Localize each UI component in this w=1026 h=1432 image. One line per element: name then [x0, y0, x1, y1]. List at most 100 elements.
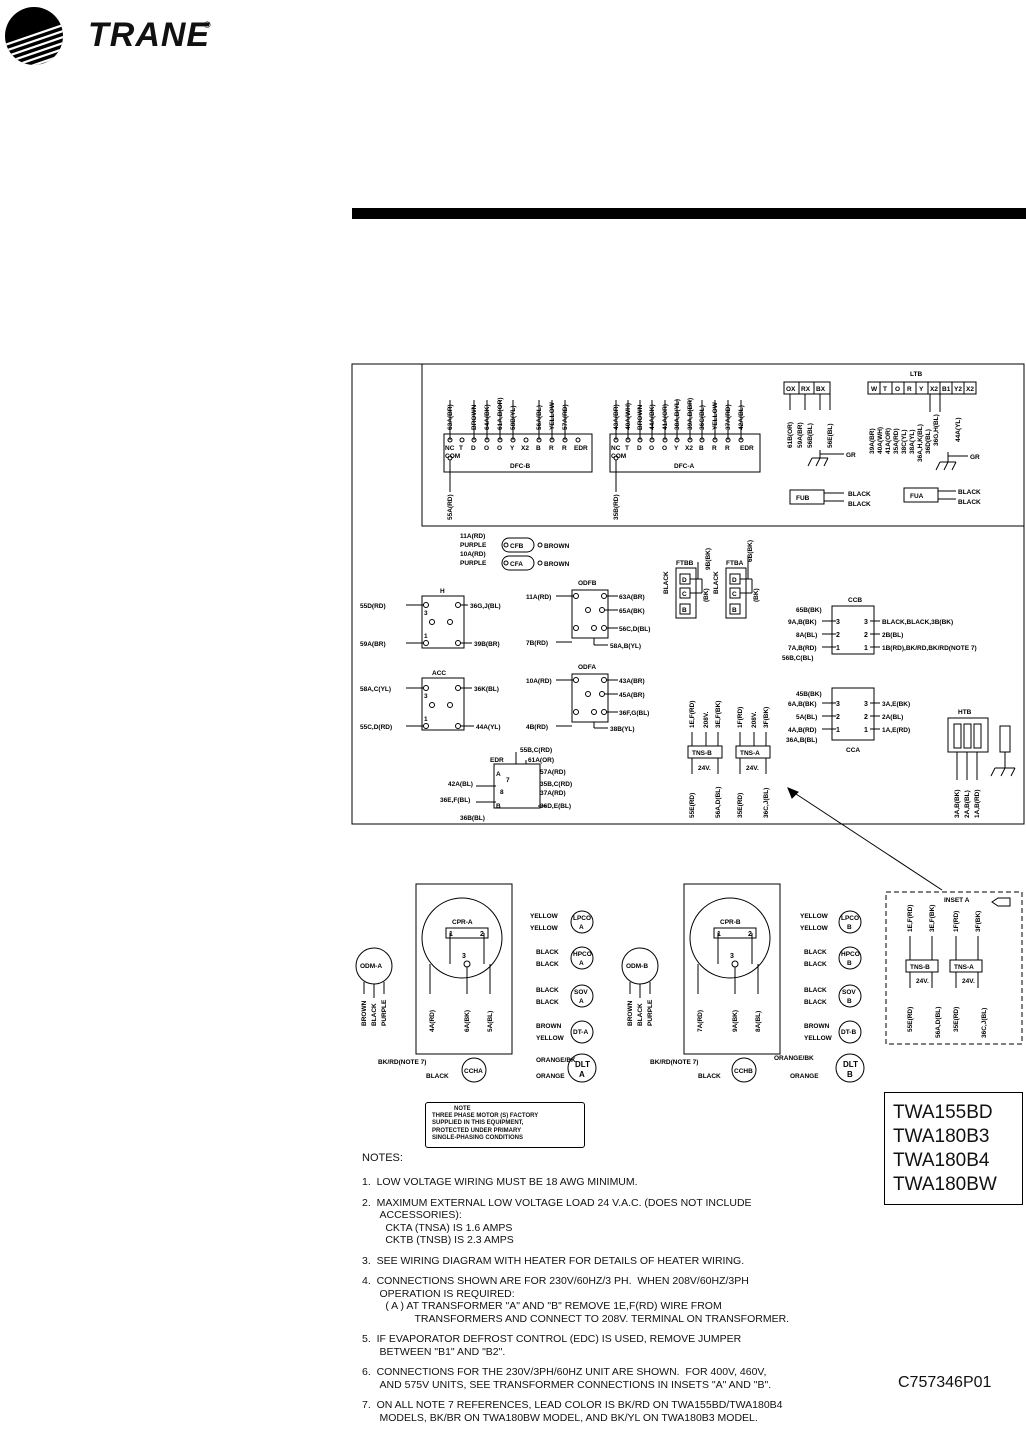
oxrx-wire-0: 61B(OR) [787, 422, 794, 448]
ftbb-c: C [682, 591, 687, 598]
htb-wire-2: 1A,B(RD) [974, 789, 981, 818]
ftba-b: B [732, 607, 737, 614]
dfc-b-wire-4: 58B(YL) [510, 405, 517, 430]
note-2: 2. MAXIMUM EXTERNAL LOW VOLTAGE LOAD 24 … [362, 1196, 752, 1247]
odm-b-label: ODM-B [626, 963, 648, 970]
cchb-wire-t: BK/RD(NOTE 7) [650, 1059, 698, 1066]
hpco-b-label: HPCO [841, 951, 860, 958]
note-box-line-1: THREE PHASE MOTOR (S) FACTORY [432, 1113, 539, 1120]
ltb-term-x2a: X2 [930, 386, 938, 393]
htb-terminal-block: HTB 3A,B(BK) 2A,B(BL) 1A,B(RD) [947, 709, 1016, 818]
acc-relay-pin-3: 3 [424, 693, 428, 700]
ccha-wire-b: BLACK [426, 1073, 449, 1080]
fuses: FUB BLACK BLACK FUA BLACK BLACK [789, 487, 981, 508]
svg-text:2: 2 [748, 931, 752, 938]
svg-text:3: 3 [836, 619, 840, 626]
dfc-a-term-r2: R [725, 445, 730, 452]
h-relay-pin-3: 3 [424, 610, 428, 617]
fub-wire-2: BLACK [848, 501, 871, 508]
svg-text:3: 3 [864, 701, 868, 708]
h-relay-title: H [440, 588, 445, 595]
tns-wire-2: 208V. [703, 711, 710, 728]
ccb-right-1: 2B(BL) [882, 632, 903, 639]
inset-wire-1: 1E,F(RD) [907, 905, 914, 932]
note-6: 6. CONNECTIONS FOR THE 230V/3PH/60HZ UNI… [362, 1366, 772, 1391]
inset-24v-a: 24V. [962, 978, 975, 985]
hpco-a-wire-b: BLACK [536, 961, 559, 968]
dfc-a-term-x2: X2 [685, 445, 693, 452]
dfc-b-wire-3: 61A,B(OR) [497, 397, 504, 430]
edr-top-1: 61A(OR) [528, 757, 554, 764]
dfc-b-term-o2: O [497, 445, 502, 452]
notes-heading: NOTES: [362, 1152, 403, 1164]
ltb-terminal-strip: LTB W T O R Y X2 B1 Y2 X2 39A(BR) 40A(WH… [867, 371, 980, 471]
tns-bot-0: 55E(RD) [689, 793, 696, 818]
dlt-b-wire-b: ORANGE [790, 1073, 819, 1080]
dfc-b-term-y: Y [510, 445, 515, 452]
transformers: TNS-B TNS-A 1E,F(RD) 208V. 3E,F(BK) 1F(R… [687, 701, 771, 818]
edr-relay: EDR 55B,C(RD) 61A(OR) 57A(RD) 35B,C(RD) … [440, 747, 572, 822]
svg-text:2: 2 [480, 931, 484, 938]
ltb-wire-3: 35A(RD) [893, 428, 900, 454]
ltb-term-b1: B1 [942, 386, 951, 393]
dt-a-wire-b: YELLOW [536, 1035, 565, 1042]
svg-text:2: 2 [836, 632, 840, 639]
cpr-a-wire-0: 4A(RD) [429, 1010, 436, 1032]
odfa-wire-r3: 36F,G(BL) [619, 710, 649, 717]
odm-b-wire-0: BROWN [627, 1000, 634, 1026]
ox-label: OX [786, 386, 796, 393]
dlt-a-wire-b: ORANGE [536, 1073, 565, 1080]
dfc-b-wire-6: YELLOW [549, 401, 556, 430]
svg-text:1: 1 [864, 727, 868, 734]
lpco-a-wire-b: YELLOW [530, 925, 559, 932]
dt-a-label: DT-A [573, 1029, 588, 1036]
trane-globe-icon [5, 7, 63, 65]
odfb-wire-r2: 65A(BK) [619, 608, 645, 615]
cpr-a-wire-2: 5A(BL) [487, 1011, 494, 1032]
sov-b-label: SOV [842, 989, 856, 996]
cfb-right-wire: BROWN [544, 543, 570, 550]
dt-b-label: DT-B [841, 1029, 856, 1036]
htb-wire-0: 3A,B(BK) [954, 789, 961, 818]
hpco-b-wire-b: BLACK [804, 961, 827, 968]
model-1: TWA180B3 [893, 1126, 990, 1147]
oxrx-wire-3: 56E(BL) [827, 423, 834, 448]
ccb-left-4: 56B,C(BL) [782, 655, 813, 662]
h-relay-wire-lt: 55D(RD) [360, 603, 386, 610]
cfb-wire-b: PURPLE [460, 542, 487, 549]
dfc-b-term-r1: R [549, 445, 554, 452]
note-5: 5. IF EVAPORATOR DEFROST CONTROL (EDC) I… [362, 1333, 742, 1358]
svg-text:1: 1 [836, 645, 840, 652]
odfb-wire-lt: 11A(RD) [526, 594, 551, 601]
edr-pin-7: 7 [506, 777, 510, 784]
dfc-a-wire-7: 36C(BL) [699, 405, 706, 430]
ltb-wire-4: 38C(YL) [901, 429, 908, 454]
note-box-line-2: SUPPLIED IN THIS EQUIPMENT, [432, 1120, 524, 1127]
odfb-wire-r1: 63A(BR) [619, 594, 645, 601]
sov-b-wire-t: BLACK [804, 987, 827, 994]
hpco-b-sub: B [847, 960, 852, 967]
svg-text:3: 3 [836, 701, 840, 708]
note-box-line-3: PROTECTED UNDER PRIMARY [432, 1127, 522, 1134]
registered-mark: ® [204, 20, 211, 30]
inset-bot-0: 55E(RD) [907, 1007, 914, 1032]
dfc-b-wire-7: 57A(RD) [562, 404, 569, 430]
inset-bot-2: 35E(RD) [953, 1007, 960, 1032]
ltb-term-t: T [883, 386, 887, 393]
ccb-left-0: 65B(BK) [796, 607, 822, 614]
edr-right: 36D,E(BL) [540, 803, 571, 810]
tns-wire-3: 3E,F(BK) [715, 701, 722, 728]
bx-label: BX [816, 386, 826, 393]
tns-b-label: TNS-B [692, 750, 712, 757]
odm-a-motor: ODM-A BROWN BLACK PURPLE [355, 947, 393, 1026]
edr-top-4: 37A(RD) [540, 790, 566, 797]
oxrx-wire-1: 59A(BR) [797, 422, 804, 448]
odfa-wire-r1: 43A(BR) [619, 678, 645, 685]
htb-wire-1: 2A,B(BL) [964, 790, 971, 818]
ltb-term-x2b: X2 [966, 386, 974, 393]
acc-relay-title: ACC [432, 670, 446, 677]
cca-left-1: 6A,B(BK) [788, 701, 817, 708]
odm-b-motor: ODM-B BROWN BLACK PURPLE [621, 947, 659, 1026]
ltb-term-w: W [871, 386, 878, 393]
dfc-b-term-t: T [459, 445, 463, 452]
